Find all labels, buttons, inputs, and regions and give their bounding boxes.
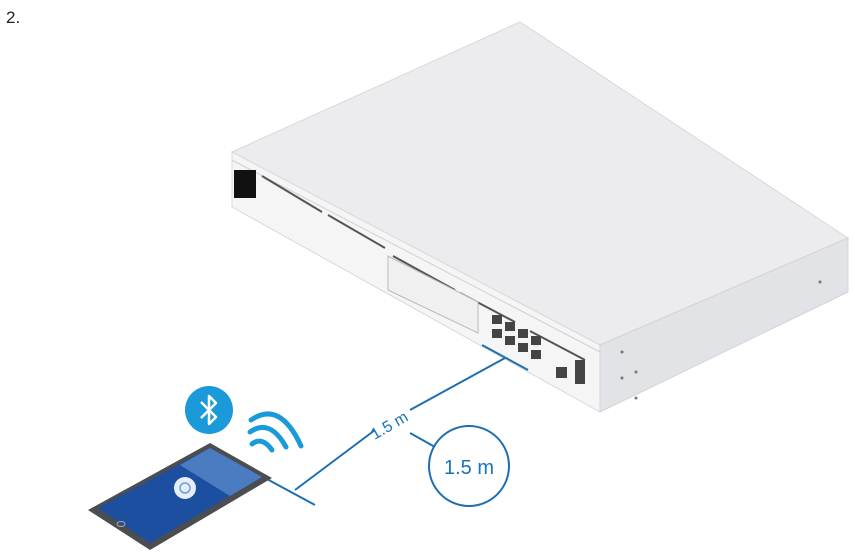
smartphone — [88, 443, 272, 550]
distance-indicator — [264, 344, 529, 507]
bluetooth-icon — [185, 386, 233, 434]
front-display — [234, 170, 256, 198]
distance-label: 1.5 m — [368, 409, 411, 444]
drive-bay[interactable] — [387, 255, 479, 334]
ethernet-ports[interactable] — [492, 315, 585, 384]
app-button — [174, 477, 196, 499]
step-number: 2. — [6, 8, 21, 27]
network-device — [230, 21, 850, 413]
distance-callout: 1.5 m — [444, 457, 494, 479]
wireless-signal-icon — [247, 411, 304, 453]
